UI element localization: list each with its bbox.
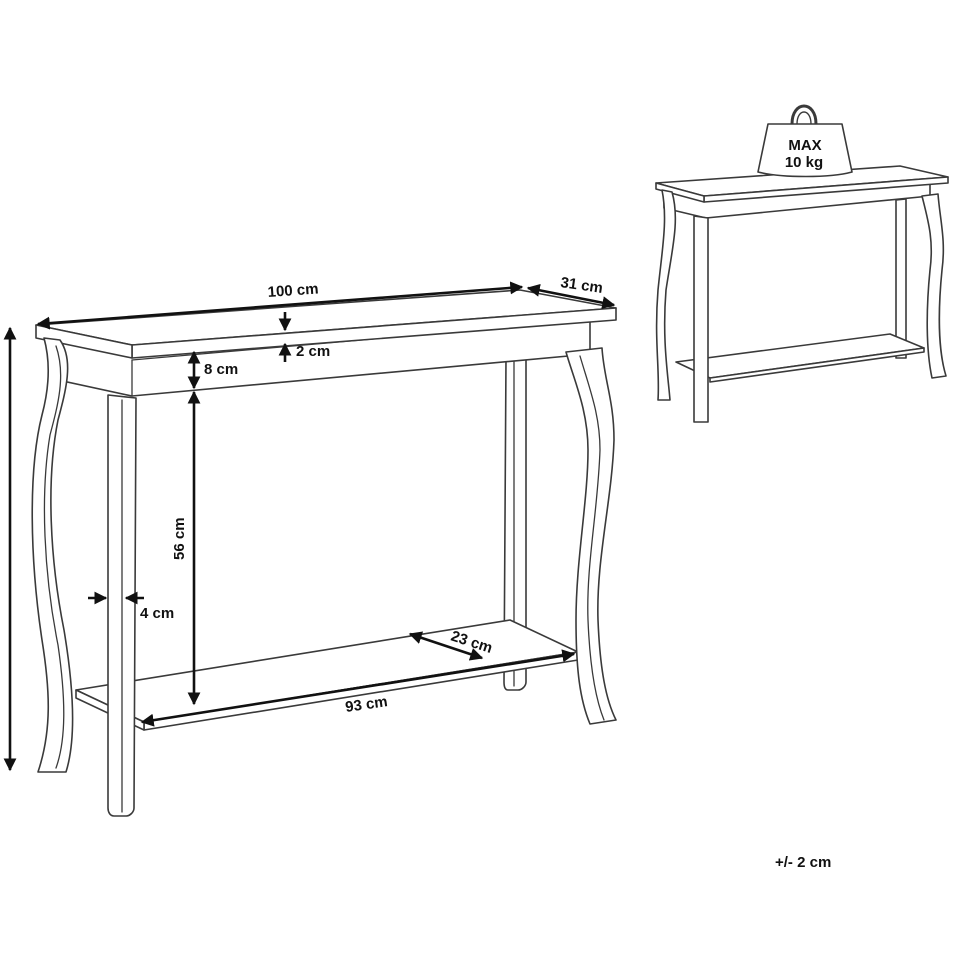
leg-width-label: 4 cm	[140, 605, 174, 622]
shelf-width-arrow	[140, 649, 576, 727]
clearance-height-label: 56 cm	[171, 517, 188, 560]
width-label: 100 cm	[267, 280, 319, 301]
apron-height-label: 8 cm	[204, 361, 238, 378]
console-table-main	[31, 289, 617, 817]
width-arrow	[36, 281, 524, 330]
top-thickness-label: 2 cm	[296, 343, 330, 360]
depth-label: 31 cm	[559, 274, 603, 297]
depth-arrow	[526, 283, 616, 310]
weight-icon: MAX 10 kg	[757, 104, 853, 178]
console-table-thumbnail	[655, 165, 949, 423]
weight-limit-line2: 10 kg	[785, 154, 823, 171]
tolerance-note: +/- 2 cm	[775, 854, 831, 871]
shelf-width-label: 93 cm	[344, 693, 388, 716]
front-right-leg	[565, 347, 617, 725]
front-left-leg	[31, 337, 74, 773]
weight-limit-line1: MAX	[788, 137, 821, 154]
